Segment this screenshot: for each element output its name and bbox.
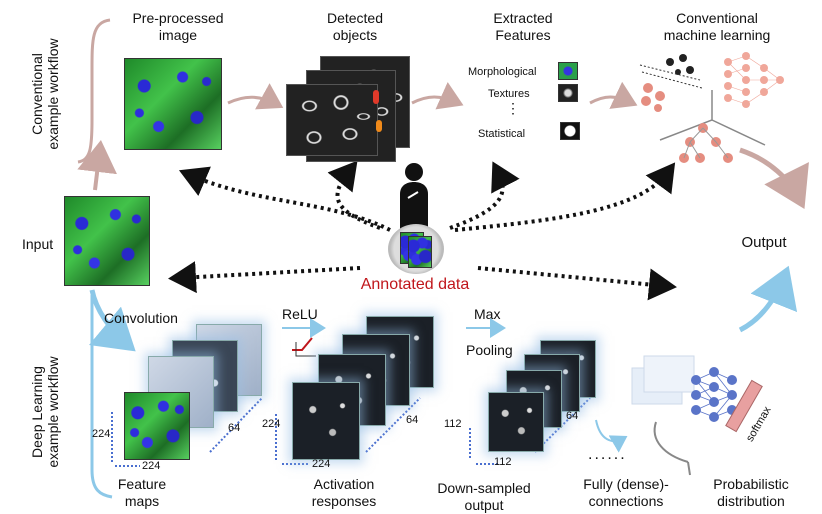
arrow-ml-to-output	[739, 147, 809, 209]
downsampled-map-1	[488, 392, 544, 452]
conventional-workflow-text: Conventional example workflow	[29, 38, 61, 150]
fm-d: 64	[228, 422, 241, 434]
preprocessed-image	[124, 58, 222, 150]
dotted-right-horizontal	[477, 266, 677, 301]
conventional-brace-arrow	[77, 140, 118, 191]
fully-dense-label: Fully (dense)- connections	[583, 476, 669, 509]
downsampled-label: Down-sampled output	[437, 480, 531, 513]
feature-map-1	[124, 392, 190, 460]
feature-maps-label: Feature maps	[117, 476, 167, 509]
conventional-workflow-label: Conventional example workflow	[29, 34, 61, 154]
extracted-label: Extracted Features	[493, 10, 553, 43]
activation-map-1	[292, 382, 360, 460]
feature-textures: Textures	[488, 88, 530, 100]
arrow-pre-to-detected	[227, 83, 284, 110]
deep-learning-workflow-text: Deep Learning example workflow	[29, 356, 61, 468]
ar-h: 224	[262, 418, 281, 430]
probabilistic-label: Probabilistic distribution	[713, 476, 789, 509]
dotted-right-up	[449, 161, 520, 230]
person-icon	[400, 163, 428, 230]
fm-w: 224	[142, 460, 161, 472]
annotated-thumb-2	[408, 236, 432, 268]
relu-label: ReLU	[282, 306, 318, 322]
conventional-ml-label: Conventional machine learning	[663, 10, 771, 43]
ds-w: 112	[494, 456, 512, 468]
ds-d: 64	[566, 410, 579, 422]
relu-glyph	[292, 337, 313, 351]
pooling-label: Pooling	[466, 342, 513, 358]
dotted-mid-up	[327, 160, 381, 230]
max-label: Max	[474, 306, 501, 322]
feature-morphological-thumb	[558, 62, 578, 80]
detected-orange-mark	[376, 120, 382, 132]
ar-d: 64	[406, 414, 419, 426]
feature-textures-thumb	[558, 84, 578, 102]
annotated-data-thumbnail	[388, 224, 444, 274]
arrow-to-dense	[595, 419, 628, 453]
feature-morphological: Morphological	[468, 66, 537, 78]
detected-label: Detected objects	[326, 10, 384, 43]
deep-learning-brace-arrow	[88, 289, 136, 352]
input-label: Input	[22, 236, 54, 252]
dense-dots: ......	[588, 446, 627, 463]
dotted-far-right-up	[454, 162, 676, 232]
arrow-detected-to-features	[411, 81, 464, 110]
fm-h: 224	[92, 428, 111, 440]
input-image	[64, 196, 150, 286]
feature-statistical: Statistical	[478, 128, 526, 140]
feature-statistical-thumb	[560, 122, 580, 140]
dotted-left-horizontal	[168, 261, 361, 294]
ds-h: 112	[444, 418, 462, 430]
arrow-features-to-ml	[589, 81, 638, 109]
deep-net-graphics	[631, 355, 763, 476]
detected-objects-layer-1	[286, 84, 378, 156]
feature-ellipsis: ⋮	[506, 100, 520, 116]
annotated-data-label: Annotated data	[360, 276, 470, 293]
preprocessed-label: Pre-processed image	[132, 10, 224, 43]
ml-graphics	[639, 52, 784, 163]
conventional-brace	[77, 18, 111, 164]
arrow-to-output-bottom	[738, 265, 798, 333]
output-label: Output	[741, 234, 787, 251]
convolution-label: Convolution	[104, 310, 178, 326]
ar-w: 224	[312, 458, 331, 470]
deep-learning-workflow-label: Deep Learning example workflow	[29, 342, 61, 482]
detected-red-mark	[373, 90, 379, 104]
activation-label: Activation responses	[311, 476, 377, 509]
dotted-left-up	[178, 166, 391, 232]
